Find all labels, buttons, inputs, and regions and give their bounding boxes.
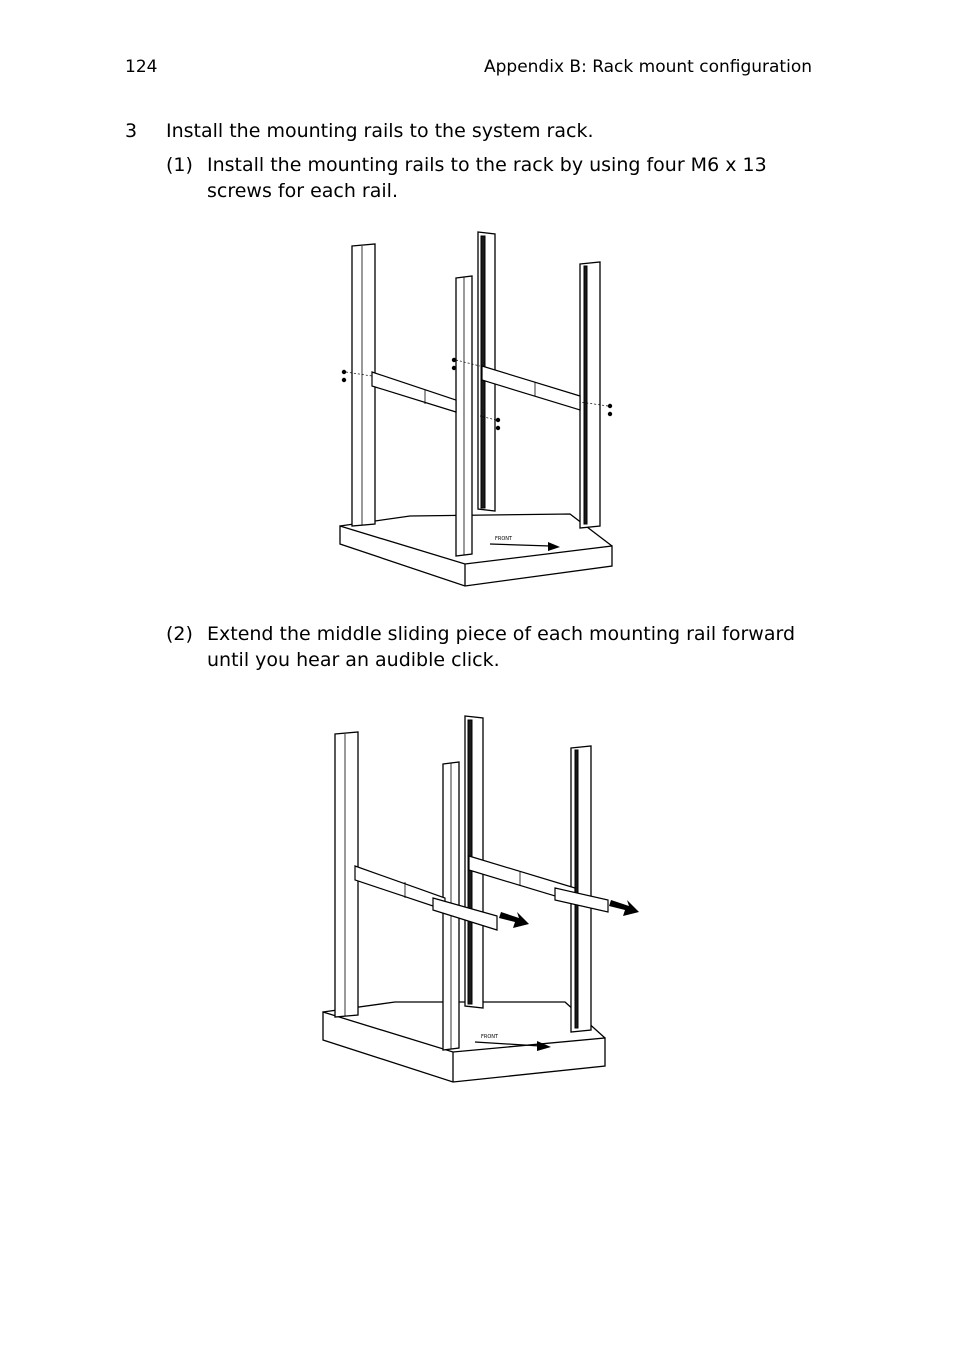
rack-rails-install-illustration: FRONT <box>330 226 630 591</box>
step-text: Install the mounting rails to the system… <box>166 120 594 142</box>
substep-text-line: until you hear an audible click. <box>207 649 500 671</box>
running-title: Appendix B: Rack mount configuration <box>483 57 812 77</box>
page-number: 124 <box>125 57 158 77</box>
substep-text: Install the mounting rails to the rack b… <box>207 152 767 204</box>
rack-rails-extend-illustration: FRONT <box>315 710 645 1088</box>
substep-text: Extend the middle sliding piece of each … <box>207 621 795 673</box>
step-number: 3 <box>125 120 138 142</box>
svg-text:FRONT: FRONT <box>481 1034 499 1040</box>
page-header: 124 Appendix B: Rack mount configuration <box>125 57 812 81</box>
substep-number: (1) <box>166 154 193 176</box>
substep-text-line: Install the mounting rails to the rack b… <box>207 154 767 176</box>
substep-text-line: screws for each rail. <box>207 180 398 202</box>
svg-text:FRONT: FRONT <box>495 536 513 542</box>
substep-number: (2) <box>166 623 193 645</box>
substep-text-line: Extend the middle sliding piece of each … <box>207 623 796 645</box>
